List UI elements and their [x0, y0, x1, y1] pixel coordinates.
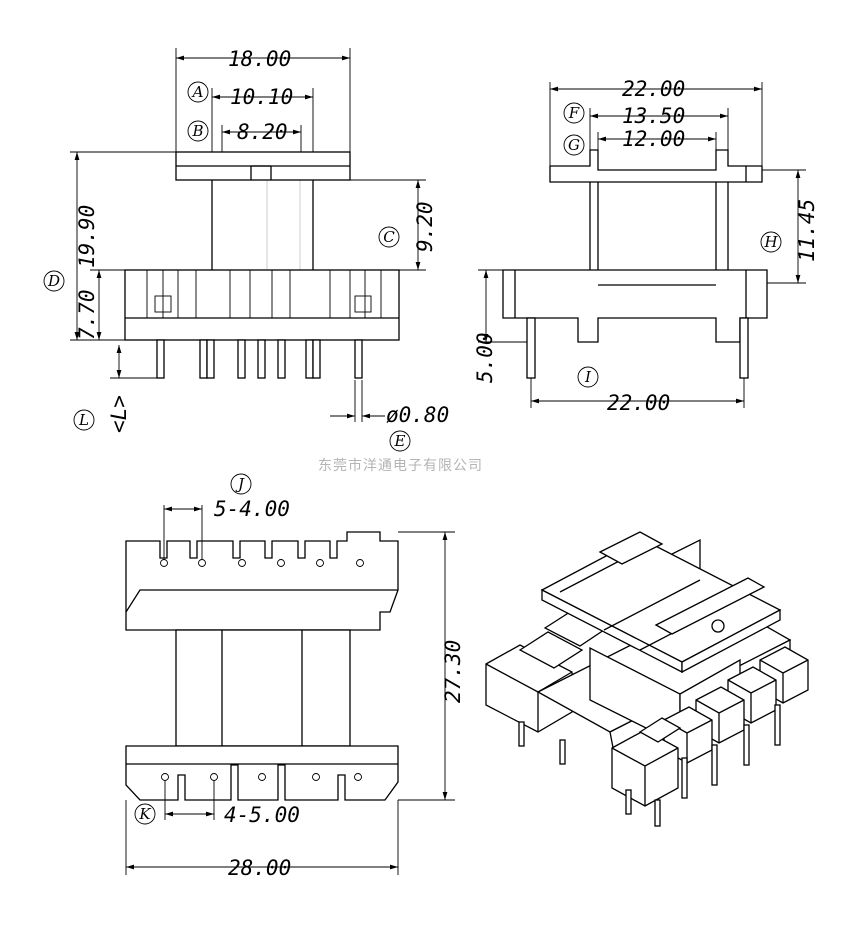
label-e: E [394, 432, 406, 450]
pin-hole [258, 773, 266, 781]
label-h-circle [760, 231, 782, 253]
pin [277, 339, 286, 379]
label-g: G [568, 136, 580, 154]
label-k: K [138, 805, 151, 823]
label-a: A [191, 83, 204, 101]
dim-f: 13.50 [622, 104, 685, 128]
dim-pin-dia: ø0.80 [386, 403, 449, 427]
label-j: J [235, 475, 245, 493]
dim-front-height: 19.90 [75, 205, 99, 268]
dim-front-width: 18.00 [228, 47, 291, 71]
side-top-flange [549, 149, 763, 183]
top-dimensions: 5-4.00 J 4-5.00 K 27.30 28.00 [125, 473, 465, 880]
pin [199, 339, 208, 379]
label-b-circle [187, 120, 209, 142]
label-f-circle [563, 102, 585, 124]
front-base-body [124, 269, 400, 341]
label-l-circle [73, 409, 95, 431]
label-b: B [191, 122, 203, 140]
top-lower-flange [125, 745, 399, 801]
dim-b: 8.20 [237, 120, 288, 144]
pin-hole [316, 559, 324, 567]
front-pins [156, 339, 363, 379]
top-bobbin-body [175, 629, 351, 747]
dim-j: 5-4.00 [214, 497, 290, 521]
label-d: D [47, 272, 60, 290]
label-e-circle [389, 430, 411, 452]
dim-a: 10.10 [230, 85, 293, 109]
label-j-circle [230, 473, 252, 495]
label-i-circle [577, 366, 599, 388]
dim-g: 12.00 [622, 127, 685, 151]
side-dimensions: 22.00 13.50 F 12.00 G 11.45 H 5.00 [473, 77, 819, 415]
pin [237, 339, 246, 379]
pin-hole [354, 773, 362, 781]
label-h: H [763, 233, 778, 251]
pin [305, 339, 314, 379]
pin-hole [238, 559, 246, 567]
label-l: L [78, 411, 89, 429]
pin [312, 339, 321, 379]
pin-hole [312, 773, 320, 781]
pin-hole [356, 559, 364, 567]
front-view: 18.00 10.10 A 8.20 B 9.20 C 19.90 D [43, 47, 449, 452]
company-watermark: 东莞市洋通电子有限公司 [318, 457, 483, 474]
label-a-circle [187, 81, 209, 103]
label-g-circle [563, 134, 585, 156]
dim-h: 11.45 [795, 199, 819, 262]
iso-pins [518, 704, 781, 827]
pin [206, 339, 215, 379]
dim-top-width: 28.00 [228, 856, 291, 880]
label-c: C [383, 228, 395, 246]
dim-side-base: 5.00 [473, 332, 497, 383]
label-k-circle [134, 803, 156, 825]
pin [257, 339, 266, 379]
pin [354, 339, 363, 379]
isometric-view [485, 531, 809, 827]
pin [156, 339, 165, 379]
label-d-circle [43, 270, 65, 292]
side-base-body [502, 269, 768, 343]
dim-i: 22.00 [607, 391, 670, 415]
label-i: I [584, 368, 592, 386]
label-c-circle [378, 226, 400, 248]
side-view: 22.00 13.50 F 12.00 G 11.45 H 5.00 [473, 77, 819, 415]
dim-k: 4-5.00 [224, 803, 300, 827]
dim-top-height: 27.30 [441, 640, 465, 703]
dim-l: <L> [107, 395, 131, 433]
pin-hole [277, 559, 285, 567]
label-f: F [568, 104, 580, 122]
dim-front-base: 7.70 [75, 289, 99, 340]
top-upper-flange [125, 531, 399, 631]
side-pin-right [739, 317, 749, 379]
front-dimensions: 18.00 10.10 A 8.20 B 9.20 C 19.90 D [43, 47, 449, 452]
dim-side-width: 22.00 [622, 77, 685, 101]
side-pin-left [526, 317, 536, 379]
dim-c: 9.20 [413, 201, 437, 252]
top-view: 5-4.00 J 4-5.00 K 27.30 28.00 [125, 473, 465, 880]
